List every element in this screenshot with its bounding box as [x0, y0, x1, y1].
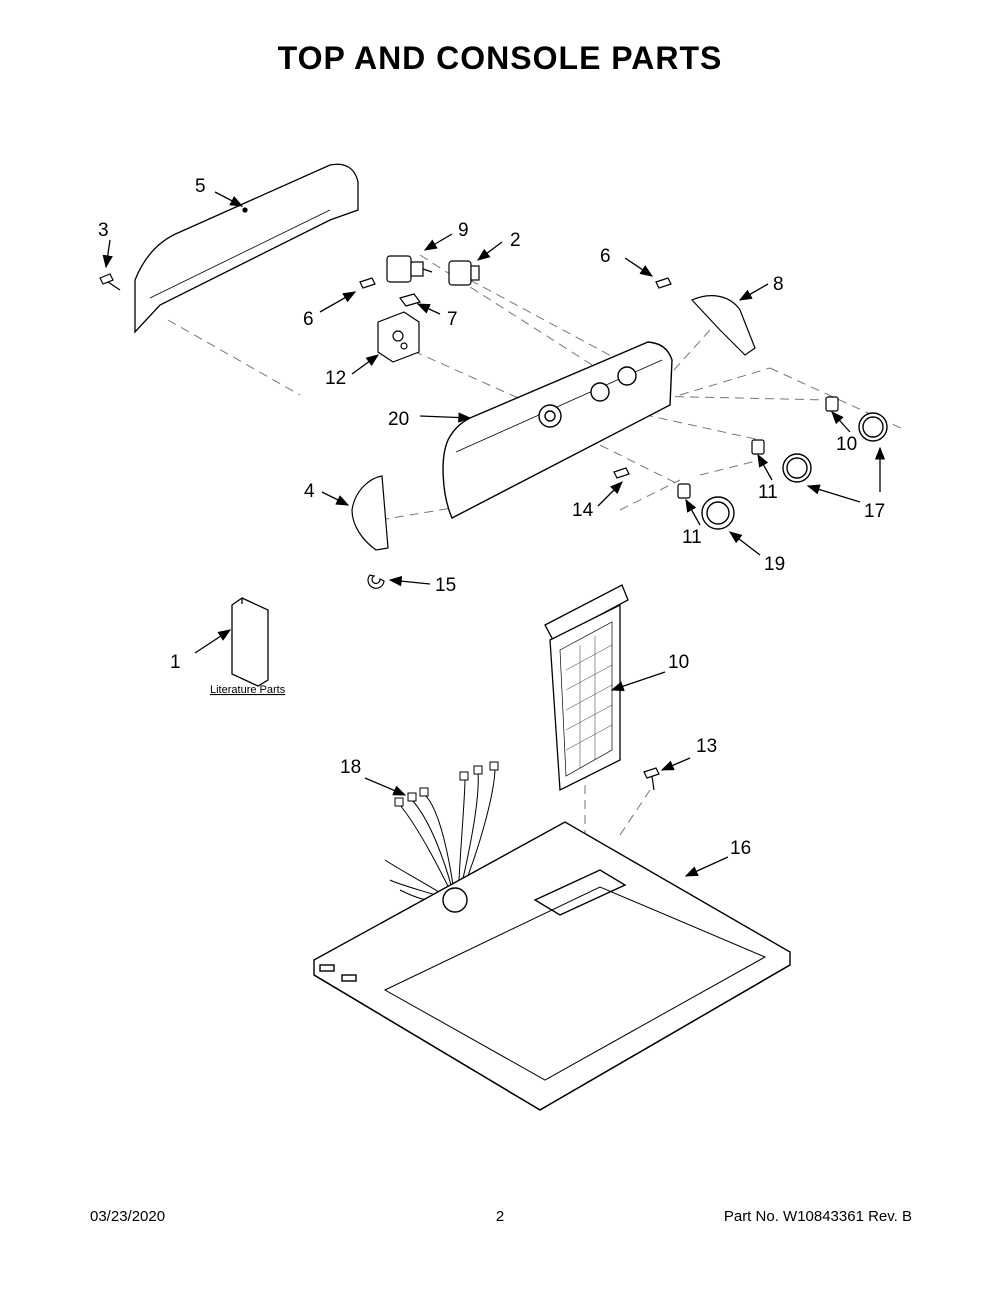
callout-16: 16	[730, 838, 751, 859]
knob-19	[701, 496, 735, 530]
callout-15: 15	[435, 575, 456, 596]
screw-6-left	[359, 277, 376, 289]
footer-page-number: 2	[495, 1208, 505, 1225]
callout-19: 19	[764, 554, 785, 575]
page-title: TOP AND CONSOLE PARTS	[277, 40, 723, 76]
clip-15	[367, 574, 385, 589]
callout-arrows	[102, 191, 886, 877]
callout-11-a: 10	[836, 434, 857, 455]
knob-17-lower	[782, 453, 812, 483]
assembly-lines	[167, 254, 906, 840]
callout-8: 8	[773, 274, 784, 295]
callout-11-c: 11	[682, 527, 702, 548]
callout-labels: 3 5 9 2 6 7 12 6 8 20 4 14 15 10 11 11 1…	[98, 176, 885, 859]
callout-6-left: 6	[303, 309, 314, 330]
callout-13: 13	[696, 736, 717, 757]
callout-5: 5	[195, 176, 206, 197]
screw-14	[613, 467, 630, 479]
footer-part-number: Part No. W10843361 Rev. B	[723, 1208, 912, 1225]
screw-13	[643, 767, 660, 791]
lint-screen-10	[544, 584, 629, 792]
callout-2: 2	[510, 230, 521, 251]
callout-4: 4	[304, 481, 315, 502]
callout-11-b: 11	[758, 482, 778, 503]
switch-9	[386, 255, 433, 283]
callout-6-right: 6	[600, 246, 611, 267]
callout-10: 10	[668, 652, 689, 673]
callout-1: 1	[170, 652, 181, 673]
knob-shaft-11-a	[825, 396, 839, 412]
knob-shaft-11-b	[751, 439, 765, 455]
callout-20: 20	[388, 409, 409, 430]
callout-7: 7	[447, 309, 458, 330]
timer-12	[377, 311, 420, 363]
switch-2	[448, 260, 480, 286]
rear-console-panel	[134, 163, 359, 334]
knob-17-upper	[858, 412, 888, 442]
callout-18: 18	[340, 757, 361, 778]
end-cap-8	[690, 295, 756, 356]
knob-shaft-11-c	[677, 483, 691, 499]
callout-17: 17	[864, 501, 885, 522]
clip-7	[398, 293, 422, 307]
callout-9: 9	[458, 220, 469, 241]
callout-3: 3	[98, 220, 109, 241]
screw-6-right	[655, 277, 672, 289]
callout-12: 12	[325, 368, 346, 389]
literature-parts-label: Literature Parts	[210, 684, 286, 696]
footer-date: 03/23/2020	[90, 1208, 166, 1225]
end-cap-4	[351, 475, 389, 551]
literature-parts-1	[231, 597, 269, 687]
top-panel-16	[313, 821, 791, 1111]
screw-3	[99, 273, 121, 291]
console-20	[442, 341, 673, 519]
callout-14: 14	[572, 500, 594, 521]
